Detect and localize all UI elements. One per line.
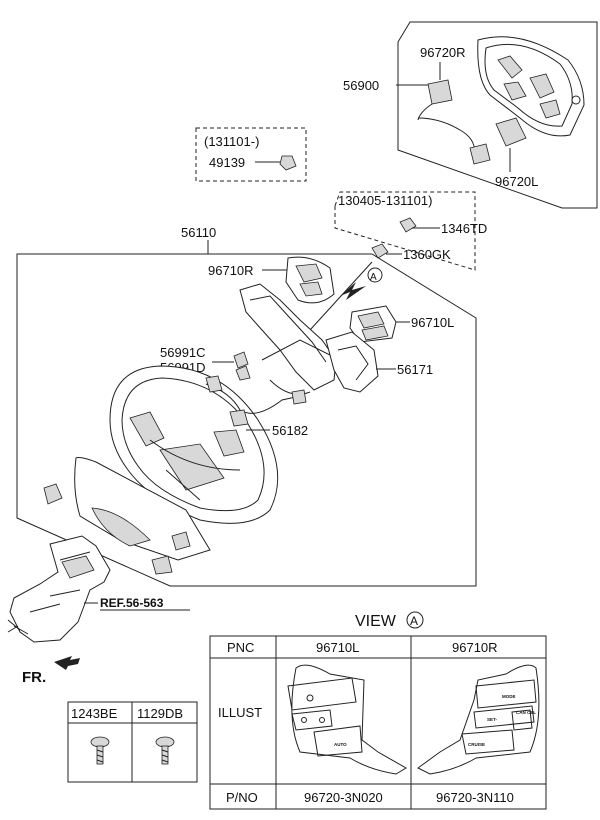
screw-1129db-icon <box>155 736 175 765</box>
leader-view-a <box>309 261 373 331</box>
steering-column-drawing <box>9 535 111 643</box>
view-illust-label: ILLUST <box>218 705 262 720</box>
wire-harness <box>417 117 476 159</box>
view-pnc-left: 96710L <box>316 640 359 655</box>
view-pno-left: 96720-3N020 <box>304 790 383 805</box>
switch-right-set-label: SET- <box>487 717 498 722</box>
nut-1346TD-icon <box>399 217 417 233</box>
dashed-box-49139 <box>195 127 307 182</box>
connector-small-2-icon <box>291 389 307 405</box>
label-date-131101: (131101-) <box>204 134 259 149</box>
view-a-marker-label: A <box>370 272 377 283</box>
view-title: VIEW <box>355 613 397 630</box>
view-title-circle-label: A <box>410 614 418 628</box>
front-arrow-icon <box>54 656 80 670</box>
fastener-table: 1243BE 1129DB <box>67 701 198 783</box>
label-56991C: 56991C <box>160 345 206 360</box>
label-1360GK: 1360GK <box>403 247 451 262</box>
label-96710L: 96710L <box>411 315 454 330</box>
bracket-56171-drawing <box>325 331 379 393</box>
switch-right-mode-label: MODE <box>502 694 516 699</box>
connector-small-1-icon <box>205 375 223 393</box>
front-direction-group: FR. <box>22 656 80 686</box>
label-date-130405: 130405-131101) <box>338 193 432 208</box>
label-96710R: 96710R <box>208 263 254 278</box>
nut-1360GK-icon <box>371 243 389 259</box>
switch-left-auto-label: AUTO <box>334 742 347 747</box>
clip-56991-icon <box>233 351 249 369</box>
nut-1346td-group: 130405-131101) 1346TD <box>334 191 487 271</box>
label-96720L: 96720L <box>495 174 538 189</box>
bracket-drawing <box>239 283 361 395</box>
view-pnc-label: PNC <box>227 640 254 655</box>
view-a-marker <box>367 267 383 283</box>
label-fr: FR. <box>22 669 46 686</box>
steering-wheel-frame <box>16 253 477 587</box>
switch-right-cruise-label: CRUISE <box>468 742 485 747</box>
steering-wheel-rim-drawing <box>109 365 279 524</box>
connector-56182-icon <box>229 409 249 427</box>
view-pno-right: 96720-3N110 <box>436 790 514 805</box>
view-pno-label: P/NO <box>226 790 258 805</box>
label-96720R: 96720R <box>420 45 466 60</box>
label-56110: 56110 <box>181 225 216 240</box>
label-56900: 56900 <box>343 78 379 93</box>
airbag-module-frame <box>397 21 598 209</box>
switch-connector-left <box>469 117 527 165</box>
view-pnc-right: 96710R <box>452 640 498 655</box>
nut-49139-group: (131101-) 49139 <box>195 127 307 182</box>
switch-96710L-illustration: AUTO <box>287 664 407 775</box>
airbag-module-group: 56900 96720R 96720L <box>343 21 598 209</box>
view-table-border <box>209 635 547 810</box>
label-49139: 49139 <box>209 155 245 170</box>
view-title-circle <box>406 611 424 629</box>
airbag-cover-drawing <box>477 36 585 137</box>
nut-1360gk-group: 1360GK <box>371 243 451 262</box>
view-a-table: VIEW A PNC ILLUST P/NO 96710L 96710R 967… <box>209 611 547 810</box>
nut-icon <box>279 155 297 171</box>
view-arrow-icon <box>340 282 366 300</box>
switch-connector-right <box>417 79 453 121</box>
switch-96710R-drawing <box>285 256 335 304</box>
label-56182: 56182 <box>272 423 308 438</box>
label-56171: 56171 <box>397 362 433 377</box>
label-ref-56-563: REF.56-563 <box>100 596 164 610</box>
steering-column-group: REF.56-563 <box>7 535 190 643</box>
screw-1243be-icon <box>90 736 110 765</box>
fastener-col2-header: 1129DB <box>137 706 183 721</box>
steering-wheel-assembly: 56110 A 96710R 96710L <box>16 225 477 587</box>
switch-right-cancel-label: CAN CEL <box>516 710 536 715</box>
switch-96710L-drawing <box>349 305 397 343</box>
label-1346TD: 1346TD <box>441 221 487 236</box>
clip-56991d-icon <box>235 365 251 381</box>
fastener-col1-header: 1243BE <box>71 706 118 721</box>
lower-cover-drawing <box>43 457 211 575</box>
switch-96710R-illustration: MODE SET- CRUISE CAN CEL <box>417 664 540 775</box>
